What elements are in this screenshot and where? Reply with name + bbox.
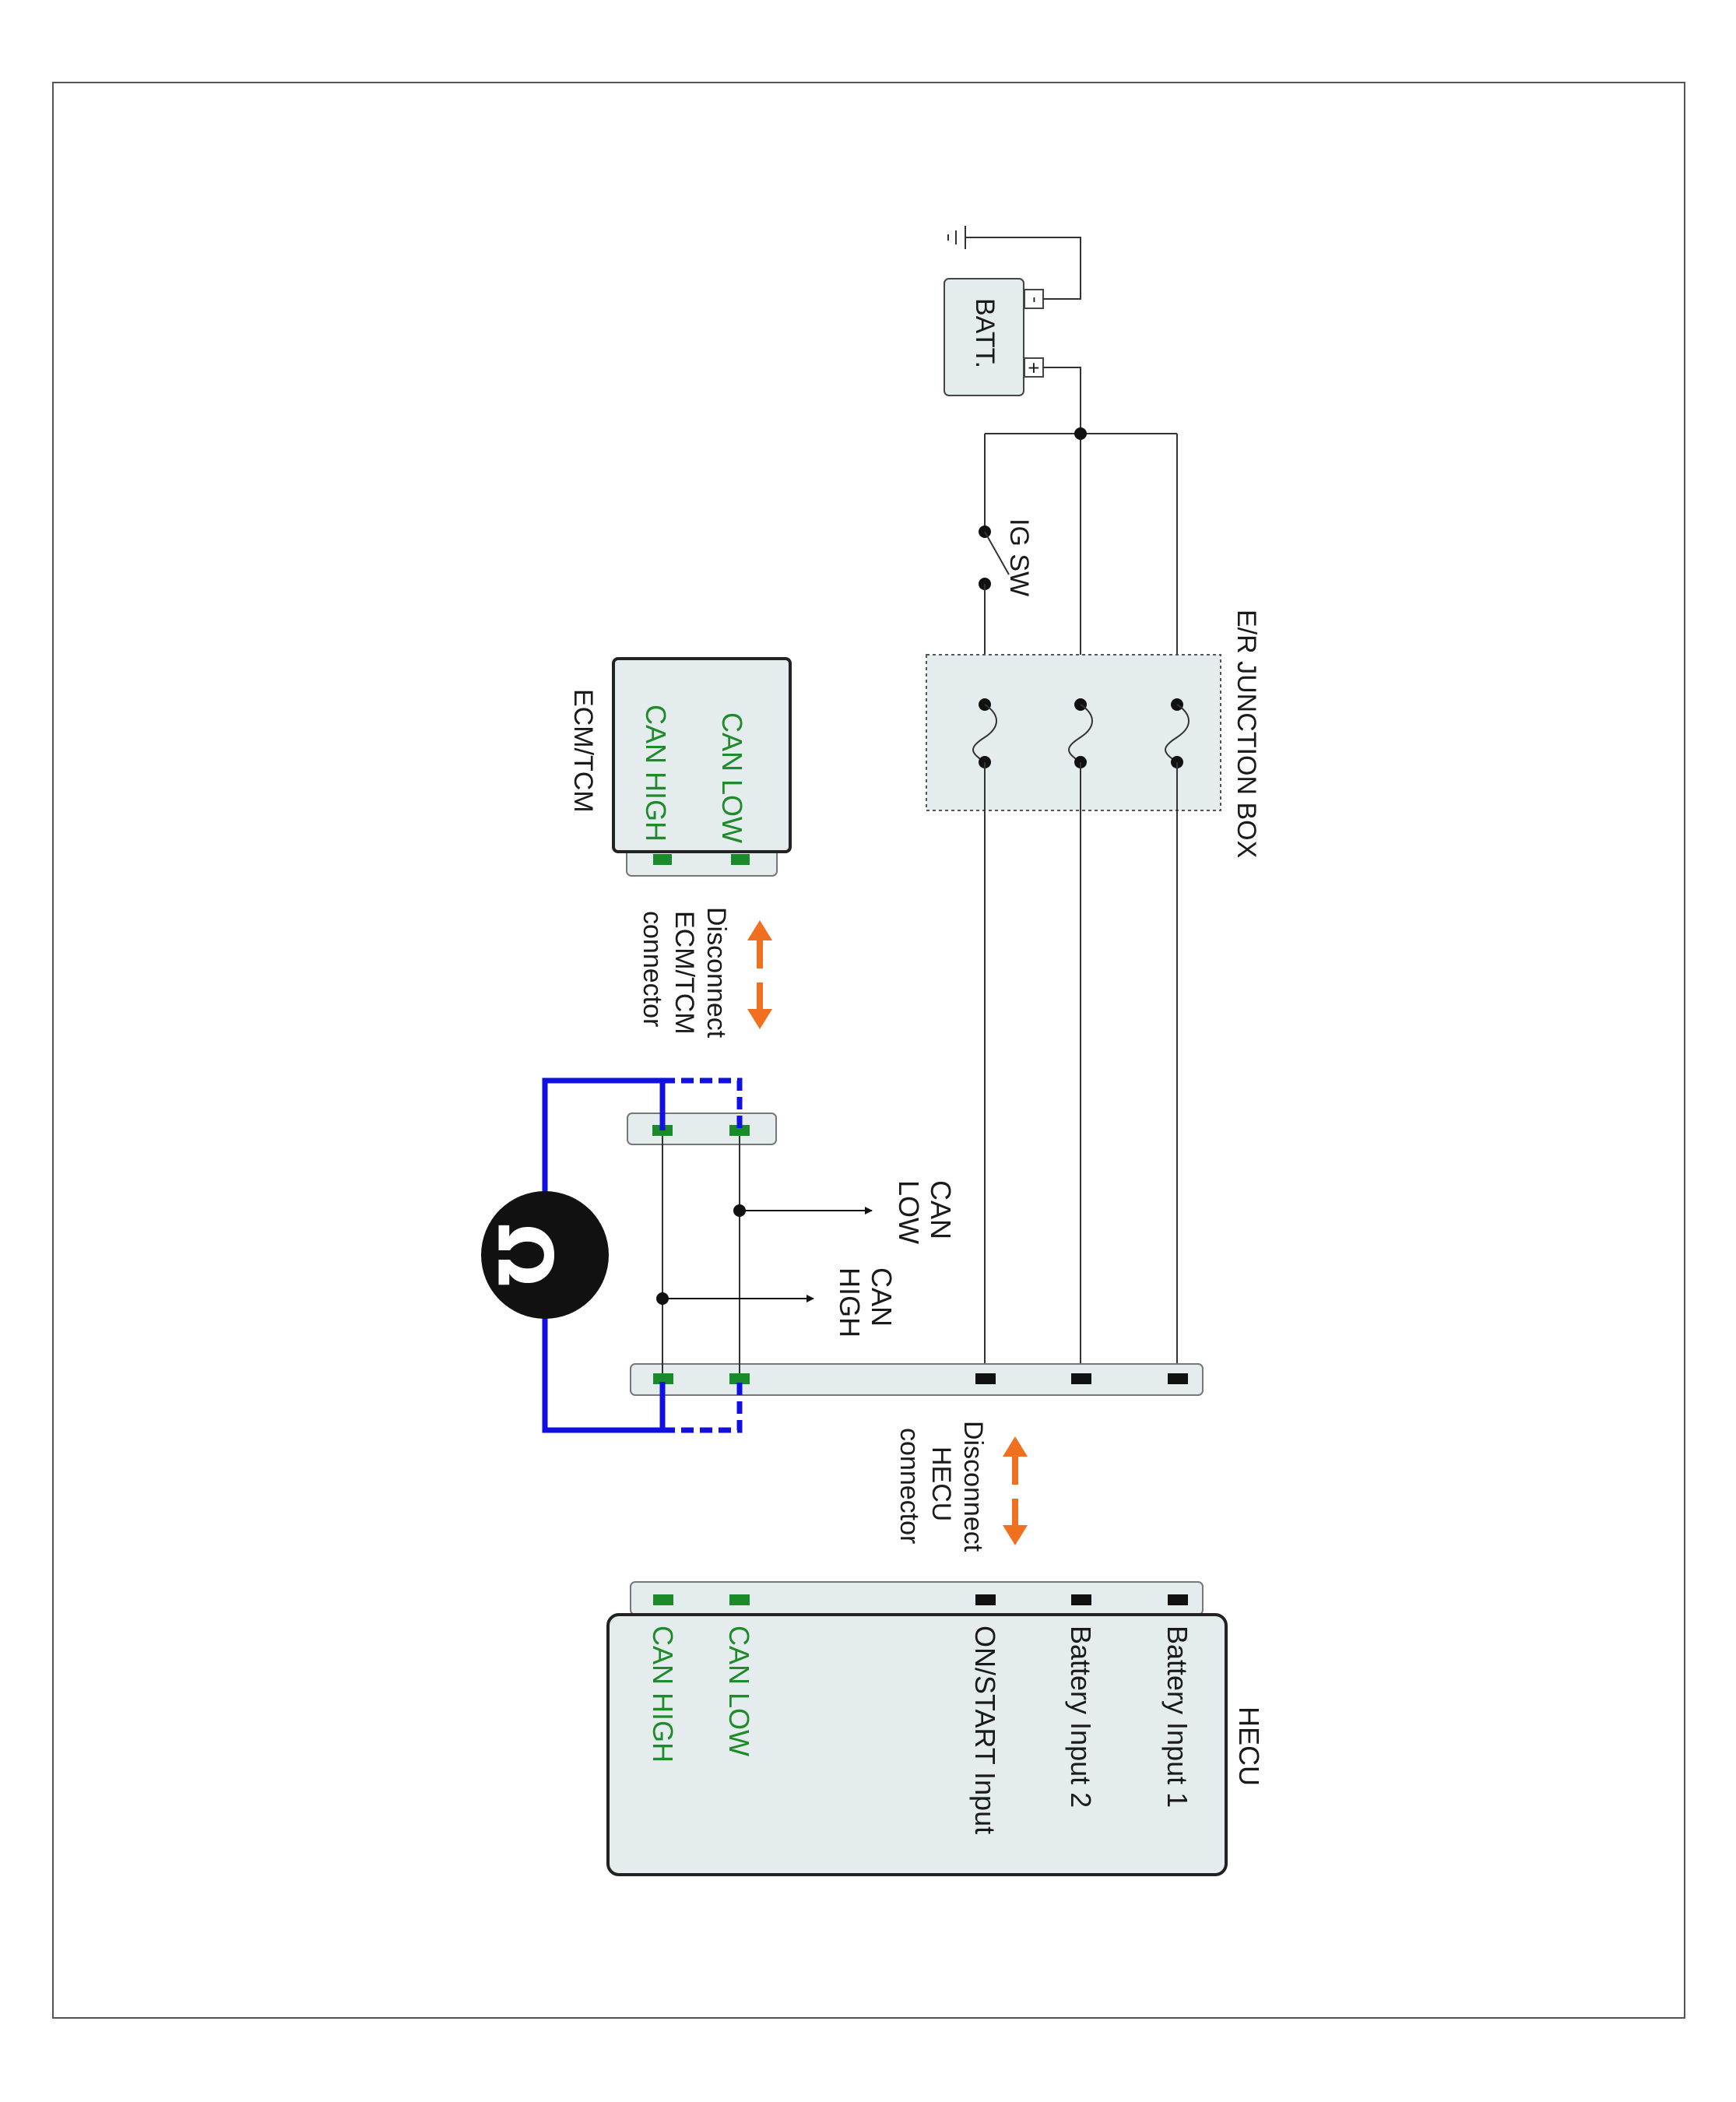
ecm-body	[612, 657, 792, 853]
ecm-module: CAN LOW CAN HIGH ECM/TCM	[568, 657, 792, 877]
hecu-disconnect-note: Disconnect HECU connector	[894, 1421, 988, 1552]
svg-text:connector: connector	[638, 911, 667, 1027]
hecu-module: Battery Input 1 Battery Input 2 ON/START…	[606, 1581, 1265, 1876]
ig-switch-label: IG SW	[1004, 518, 1034, 596]
hecu-body	[606, 1613, 1228, 1876]
svg-text:HIGH: HIGH	[834, 1267, 866, 1337]
hecu-connector	[630, 1581, 1204, 1615]
junction-box: E/R JUNCTION BOX	[926, 610, 1261, 858]
hecu-pin-battery-input-2-label: Battery Input 2	[1065, 1626, 1097, 1808]
ecm-title: ECM/TCM	[568, 689, 598, 813]
ecm-disconnect-note: Disconnect ECM/TCM connector	[638, 907, 731, 1039]
svg-text:ECM/TCM: ECM/TCM	[669, 911, 699, 1035]
harness-pin-battery-1	[1168, 1373, 1188, 1384]
harness-pin-can-high-hecu	[653, 1373, 673, 1384]
ohmmeter-icon: Ω	[481, 1191, 609, 1319]
ecm-pin-can-low	[731, 854, 750, 865]
harness-pin-can-low	[729, 1125, 750, 1136]
battery-minus-sign: -	[1024, 297, 1045, 303]
fuse-output-wires	[984, 762, 1178, 1378]
battery-label: BATT.	[970, 298, 1000, 368]
hecu-title: HECU	[1233, 1707, 1265, 1786]
hecu-pin-battery-input-1-label: Battery Input 1	[1161, 1626, 1193, 1808]
svg-text:Disconnect: Disconnect	[958, 1421, 988, 1552]
battery	[944, 278, 1024, 396]
ground-wire	[965, 237, 1081, 300]
svg-text:CAN: CAN	[925, 1180, 957, 1239]
battery-plus-terminal	[1024, 357, 1044, 378]
harness-pin-can-low-hecu	[729, 1373, 750, 1384]
hecu-pin-on-start-label: ON/START Input	[969, 1626, 1001, 1834]
bus-junction-dot	[1074, 427, 1087, 440]
ecm-pin-can-low-label: CAN LOW	[716, 712, 748, 843]
hecu-pin-on-start	[975, 1594, 996, 1605]
hecu-pin-battery-2	[1071, 1594, 1091, 1605]
harness-pin-on-start	[975, 1373, 996, 1384]
svg-text:CAN: CAN	[866, 1267, 898, 1327]
svg-text:LOW: LOW	[893, 1180, 925, 1244]
can-high-signal-label: CAN HIGH	[834, 1267, 898, 1337]
hecu-disconnect-arrow-icon	[1003, 1436, 1028, 1545]
svg-text:connector: connector	[894, 1428, 924, 1544]
hecu-harness-connector	[630, 1363, 1204, 1396]
can-low-signal-label: CAN LOW	[893, 1180, 957, 1244]
hecu-pin-can-low-label: CAN LOW	[723, 1626, 755, 1756]
svg-text:HECU: HECU	[926, 1446, 956, 1521]
ohmmeter-probe-dashed	[662, 1077, 743, 1433]
hecu-pin-can-low	[729, 1594, 750, 1605]
ground-symbol-icon	[947, 226, 966, 249]
hecu-pin-can-high-label: CAN HIGH	[647, 1626, 679, 1763]
can-wires	[662, 1136, 740, 1373]
ecm-pin-can-high-label: CAN HIGH	[640, 705, 672, 842]
ecm-harness-connector	[627, 1113, 777, 1145]
ecm-disconnect-arrow-icon	[747, 920, 772, 1029]
hecu-pin-battery-1	[1168, 1594, 1188, 1605]
ig-switch: IG SW	[979, 518, 1034, 705]
battery-group: BATT. - +	[944, 226, 1081, 434]
junction-box-label: E/R JUNCTION BOX	[1232, 610, 1261, 858]
hecu-pin-can-high	[653, 1594, 673, 1605]
harness-pin-battery-2	[1071, 1373, 1091, 1384]
ohm-symbol: Ω	[481, 1223, 568, 1287]
svg-text:Disconnect: Disconnect	[701, 907, 731, 1039]
battery-plus-wire	[1043, 367, 1081, 434]
ecm-pin-can-high	[653, 854, 672, 865]
battery-plus-sign: +	[1022, 362, 1045, 374]
